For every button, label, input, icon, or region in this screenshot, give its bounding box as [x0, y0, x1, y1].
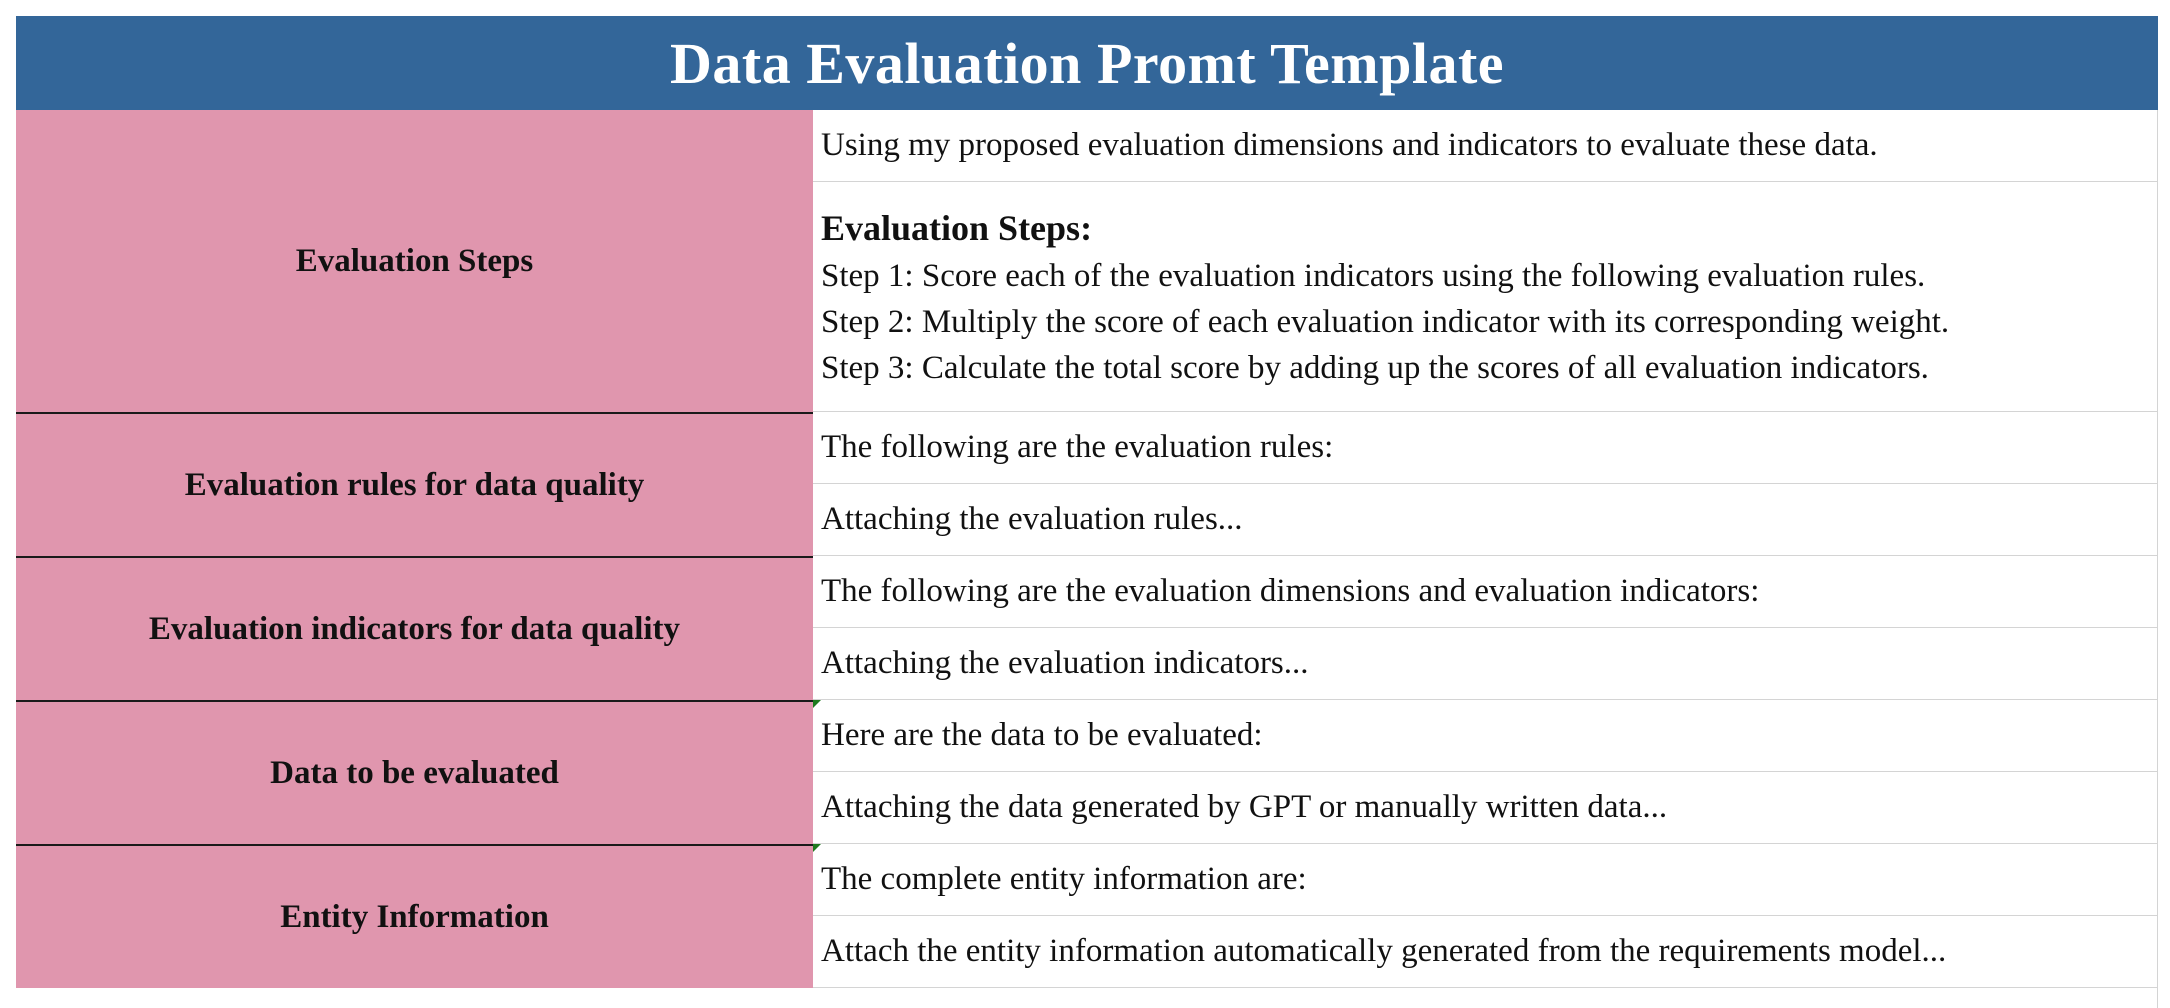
evaluation-steps-detail-cell[interactable]: Evaluation Steps: Step 1: Score each of …: [813, 182, 2158, 412]
evaluation-indicators-intro-cell[interactable]: The following are the evaluation dimensi…: [813, 556, 2158, 628]
row-label-data-to-be-evaluated[interactable]: Data to be evaluated: [16, 700, 813, 844]
spreadsheet: Data Evaluation Promt Template Evaluatio…: [16, 16, 2158, 1008]
step-1-text: Step 1: Score each of the evaluation ind…: [821, 257, 1926, 294]
comment-indicator-icon[interactable]: [813, 844, 821, 852]
page-title[interactable]: Data Evaluation Promt Template: [16, 16, 2158, 110]
evaluation-steps-heading: Evaluation Steps:: [821, 207, 1093, 248]
row-label-evaluation-steps[interactable]: Evaluation Steps: [16, 110, 813, 412]
comment-indicator-icon[interactable]: [813, 700, 821, 708]
evaluation-rules-attachment-cell[interactable]: Attaching the evaluation rules...: [813, 484, 2158, 556]
evaluation-rules-intro-cell[interactable]: The following are the evaluation rules:: [813, 412, 2158, 484]
row-label-evaluation-indicators[interactable]: Evaluation indicators for data quality: [16, 556, 813, 700]
data-intro-cell[interactable]: Here are the data to be evaluated:: [813, 700, 2158, 772]
row-label-entity-information[interactable]: Entity Information: [16, 844, 813, 988]
step-2-text: Step 2: Multiply the score of each evalu…: [821, 303, 1950, 340]
evaluation-steps-intro-cell[interactable]: Using my proposed evaluation dimensions …: [813, 110, 2158, 182]
step-3-text: Step 3: Calculate the total score by add…: [821, 349, 1929, 386]
evaluation-indicators-attachment-cell[interactable]: Attaching the evaluation indicators...: [813, 628, 2158, 700]
entity-attachment-cell[interactable]: Attach the entity information automatica…: [813, 916, 2158, 988]
grid-right-edge: [2157, 110, 2158, 1008]
row-label-evaluation-rules[interactable]: Evaluation rules for data quality: [16, 412, 813, 556]
entity-intro-cell[interactable]: The complete entity information are:: [813, 844, 2158, 916]
data-attachment-cell[interactable]: Attaching the data generated by GPT or m…: [813, 772, 2158, 844]
